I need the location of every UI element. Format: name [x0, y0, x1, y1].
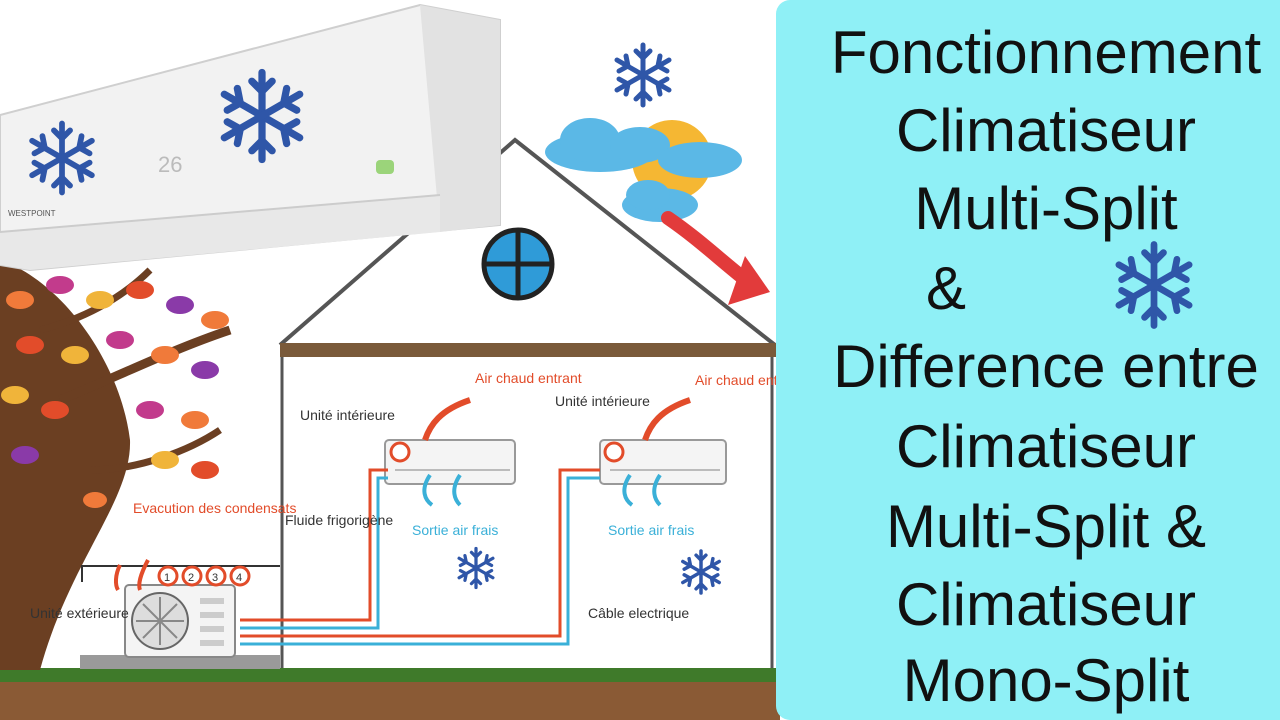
refrigerant-label: Fluide frigorigène [285, 512, 393, 528]
title-line-6: Climatiseur [895, 413, 1197, 480]
svg-text:4: 4 [236, 572, 242, 584]
house-roof [278, 137, 777, 347]
wall-ac-unit: 26 WESTPOINT [0, 3, 501, 272]
snowflake-icon [617, 45, 669, 105]
condensate-label: Evacution des condensats [133, 500, 296, 516]
title-line-9: Mono-Split [902, 647, 1190, 714]
svg-text:1: 1 [164, 572, 170, 584]
title-line-2: Climatiseur [895, 97, 1197, 164]
port-badges: 1 2 3 4 [157, 565, 251, 587]
cool-air-right-label: Sortie air frais [608, 522, 694, 538]
attic-window [481, 227, 555, 301]
indoor-unit-right [599, 397, 727, 507]
refrigerant-pipes [81, 468, 600, 646]
hot-air-right-label: Air chaud entrant [695, 372, 780, 388]
cool-air-left-label: Sortie air frais [412, 522, 498, 538]
hot-air-left-label: Air chaud entrant [475, 370, 582, 386]
title-panel: Fonctionnement Climatiseur Multi-Split &… [776, 0, 1280, 720]
ac-display: 26 [158, 152, 182, 177]
cable-label: Câble electrique [588, 605, 689, 621]
ac-brand: WESTPOINT [8, 209, 56, 218]
svg-text:2: 2 [188, 572, 194, 584]
title-line-5: Difference entre [833, 333, 1259, 400]
autumn-tree [0, 260, 232, 670]
indoor-unit-right-label: Unité intérieure [555, 393, 650, 409]
outdoor-unit [124, 584, 236, 658]
cloud-icon [545, 118, 742, 222]
title-line-4: & [925, 255, 967, 322]
multi-split-diagram: 26 WESTPOINT [0, 3, 780, 720]
snowflake-icon [681, 549, 721, 595]
title-line-1: Fonctionnement [830, 19, 1262, 86]
title-line-7: Multi-Split & [885, 493, 1207, 560]
indoor-unit-left [384, 397, 516, 507]
concrete-slab [80, 655, 280, 669]
svg-text:3: 3 [212, 572, 218, 584]
snowflake-icon [1114, 240, 1194, 330]
outdoor-unit-label: Unité extérieure [30, 605, 129, 621]
snowflake-icon [457, 546, 495, 590]
title-line-8: Climatiseur [895, 571, 1197, 638]
house-ceiling [280, 343, 780, 357]
indoor-unit-left-label: Unité intérieure [300, 407, 395, 423]
title-line-3: Multi-Split [914, 175, 1178, 242]
